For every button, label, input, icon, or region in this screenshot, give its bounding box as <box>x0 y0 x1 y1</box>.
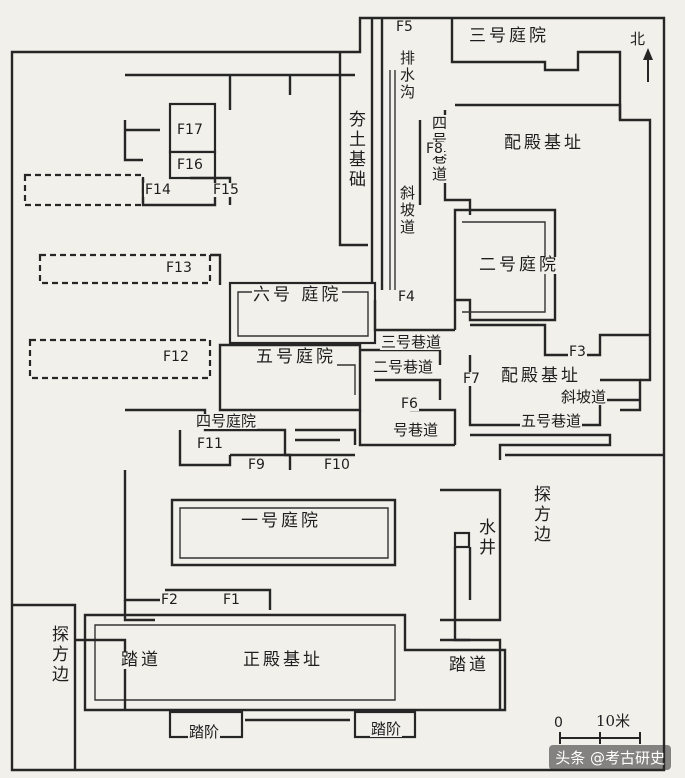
room-f12-label: F12 <box>162 349 190 365</box>
walkway-left <box>75 638 127 710</box>
main-hall-outline <box>83 613 507 712</box>
room-f10-label: F10 <box>323 457 351 473</box>
room-f5-label: F5 <box>395 19 414 35</box>
room-f14-outline <box>23 173 145 207</box>
room-f4-label: F4 <box>397 289 416 305</box>
alley-1-label: 号巷道 <box>392 421 440 439</box>
north-arrow-icon <box>643 48 653 82</box>
room-f14-label: F14 <box>144 182 172 198</box>
slope-path-edge <box>389 70 396 290</box>
well-label: 水井 <box>475 518 495 558</box>
alley-2-label: 二号巷道 <box>372 358 435 376</box>
well-outline <box>453 531 471 549</box>
room-f11-wall <box>178 430 232 467</box>
room-f11-label: F11 <box>196 436 224 452</box>
room-f6-label: F6 <box>400 396 419 412</box>
courtyard-2-label: 二号庭院 <box>478 255 560 275</box>
side-hall-2-outline <box>470 323 650 357</box>
walkway-right-label: 踏道 <box>448 655 490 675</box>
courtyard-5-label: 五号庭院 <box>255 347 337 367</box>
alley-1-wall <box>358 408 457 447</box>
side-hall-2-label: 配殿基址 <box>500 366 582 386</box>
courtyard-4-label: 四号庭院 <box>195 412 258 430</box>
drain-ditch <box>370 18 384 290</box>
well-enclosure <box>440 488 502 622</box>
walkway-right <box>440 638 502 710</box>
room-f16-label: F16 <box>176 157 204 173</box>
alley-2-wall <box>360 348 442 400</box>
courtyard-1-outline <box>170 498 397 567</box>
courtyard-6-label: 六号 庭院 <box>252 285 343 305</box>
side-hall-1-outline <box>455 103 652 382</box>
room-f2-wall <box>123 600 155 622</box>
trench-side-left <box>12 603 77 770</box>
side-hall-1-label: 配殿基址 <box>503 133 585 153</box>
drain-ditch-label: 排水沟 <box>398 50 416 101</box>
room-f13-label: F13 <box>165 260 193 276</box>
alley-3-label: 三号巷道 <box>380 333 443 351</box>
scale-zero-label: 0 <box>553 715 564 731</box>
room-f9-wall <box>230 453 292 470</box>
courtyard-4-outline <box>125 408 355 457</box>
room-f1-wall <box>165 588 272 610</box>
slope-path-2 <box>600 378 642 412</box>
room-f9-label: F9 <box>247 457 266 473</box>
room-f1-label: F1 <box>222 592 241 608</box>
room-f13-wall <box>210 253 222 285</box>
room-f17-label: F17 <box>176 122 204 138</box>
courtyard-3-label: 三号庭院 <box>468 26 550 46</box>
room-f10-wall <box>295 428 357 445</box>
watermark: 头条 @考古研史 <box>549 745 671 770</box>
courtyard-1-west-wall <box>123 470 165 602</box>
room-f12-outline <box>28 338 212 380</box>
scale-bar <box>559 732 641 744</box>
room-f13-outline <box>38 253 212 285</box>
room-f15-label: F15 <box>212 182 240 198</box>
scale-ten-label: 10米 <box>595 712 632 730</box>
slope-path-1-label: 斜坡道 <box>398 185 416 236</box>
alley-3-wall <box>373 300 457 332</box>
main-hall-inner <box>94 624 396 701</box>
alley-5-label: 五号巷道 <box>520 412 583 430</box>
steps-left-label: 踏阶 <box>188 723 221 741</box>
courtyard-3-outline <box>450 18 622 120</box>
courtyard-5-inner <box>255 364 356 395</box>
walkway-left-label: 踏道 <box>120 650 162 670</box>
courtyard-1-inner <box>179 507 389 559</box>
room-f8-label: F8 <box>425 141 444 157</box>
rammed-foundation-outline <box>338 52 368 247</box>
north-wall-segment <box>125 73 355 110</box>
steps-right-label: 踏阶 <box>370 720 403 738</box>
rammed-foundation-label: 夯土基础 <box>345 110 365 190</box>
slope-path-2-label: 斜坡道 <box>560 388 608 406</box>
room-f7-label: F7 <box>462 371 481 387</box>
room-f3-label: F3 <box>568 344 587 360</box>
room-f2-label: F2 <box>160 592 179 608</box>
trench-side-right-label: 探方边 <box>530 485 550 545</box>
north-label: 北 <box>629 30 647 48</box>
site-boundary <box>10 16 666 772</box>
trench-side-left-label: 探方边 <box>48 625 68 685</box>
main-hall-label: 正殿基址 <box>242 650 324 670</box>
courtyard-1-label: 一号庭院 <box>240 511 322 531</box>
side-hall-2-lower <box>468 355 640 427</box>
alley-5-wall <box>470 433 612 460</box>
well-channel <box>453 547 472 642</box>
